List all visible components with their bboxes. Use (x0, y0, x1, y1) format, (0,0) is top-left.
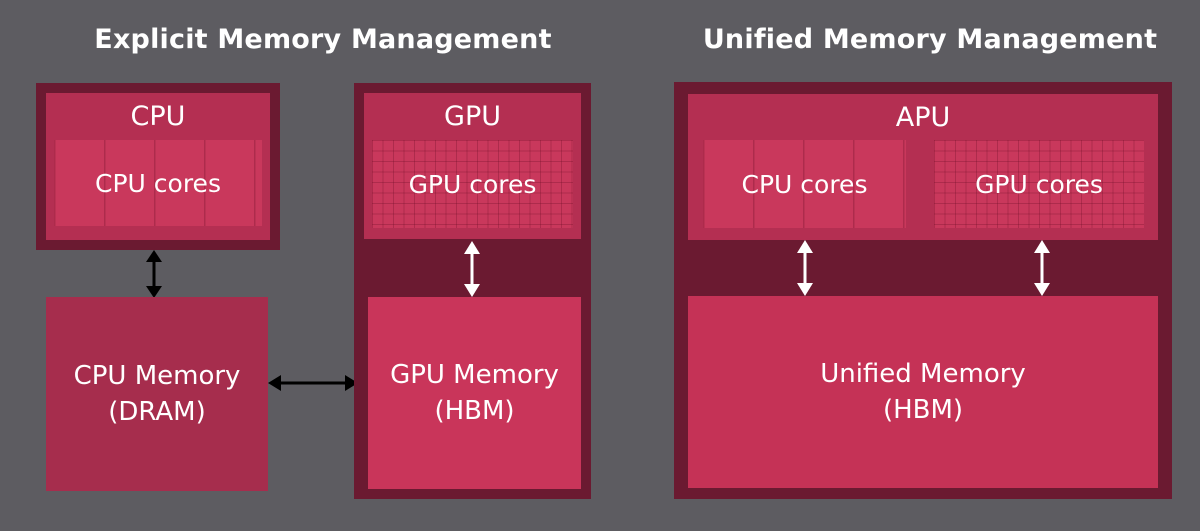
cpu-memory-name: CPU Memory (73, 361, 241, 391)
cpu-memory: CPU Memory (DRAM) (46, 297, 268, 491)
gpu-cores-label: GPU cores (408, 169, 537, 199)
heading-unified-memory: Unified Memory Management (702, 24, 1158, 55)
cpu-panel: CPU CPU cores (46, 93, 270, 240)
cpu-to-memory-arrow (146, 250, 162, 298)
apu-gpu-to-memory-arrow (1034, 240, 1050, 296)
gpu-block: GPU GPU cores GPU Memory (HBM) (354, 83, 591, 499)
apu-cpu-cores-label: CPU cores (741, 169, 868, 199)
unified-memory-type: (HBM) (882, 395, 964, 425)
apu-gpu-cores-label: GPU cores (975, 169, 1103, 199)
gpu-to-memory-arrow (464, 241, 480, 297)
cpu-title: CPU (130, 101, 186, 132)
gpu-memory-name: GPU Memory (390, 360, 559, 390)
cpu-block: CPU CPU cores (36, 83, 280, 250)
unified-memory: Unified Memory (HBM) (688, 296, 1158, 488)
cpu-gpu-memory-arrow (268, 375, 358, 391)
gpu-title: GPU (444, 101, 501, 132)
apu-cpu-cores: CPU cores (703, 140, 906, 228)
cpu-memory-type: (DRAM) (108, 397, 206, 427)
apu-panel: APU CPU cores GPU cores (688, 94, 1158, 240)
cpu-cores-label: CPU cores (95, 168, 221, 198)
cpu-cores: CPU cores (54, 140, 262, 226)
heading-explicit-memory: Explicit Memory Management (94, 24, 552, 55)
gpu-memory-type: (HBM) (434, 396, 515, 426)
apu-cpu-to-memory-arrow (797, 240, 813, 296)
gpu-panel: GPU GPU cores (364, 93, 581, 239)
gpu-cores: GPU cores (372, 140, 573, 228)
apu-block: APU CPU cores GPU cores Unified Memory (… (674, 82, 1172, 499)
gpu-memory: GPU Memory (HBM) (368, 297, 581, 489)
unified-memory-name: Unified Memory (820, 359, 1026, 389)
apu-gpu-cores: GPU cores (934, 140, 1144, 228)
apu-title: APU (895, 102, 951, 133)
